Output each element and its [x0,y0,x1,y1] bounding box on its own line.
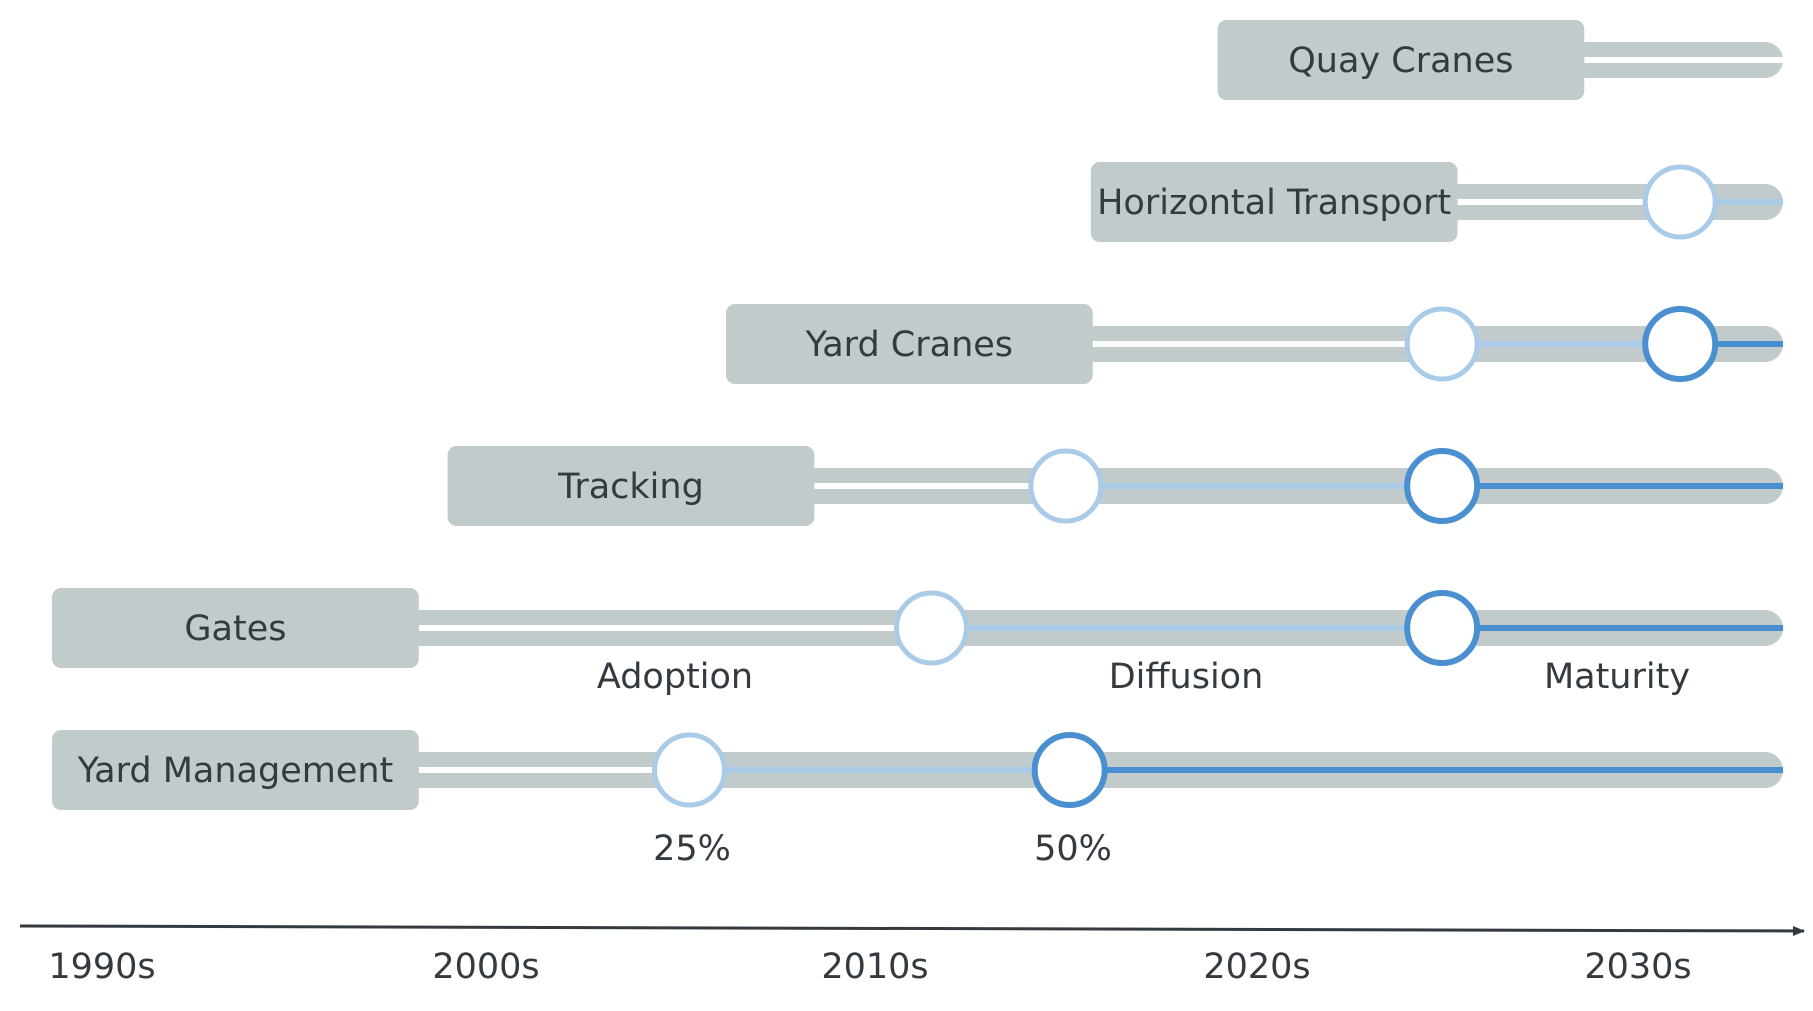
phase-label-adoption: Adoption [597,657,753,697]
row-yard-cranes: Yard Cranes [726,304,1783,384]
technology-box [52,730,419,810]
row-gates: Gates [52,588,1784,668]
axis-tick-2010s: 2010s [821,947,928,987]
technology-label: Yard Management [77,751,394,791]
axis-tick-1990s: 1990s [48,947,155,987]
row-tracking: Tracking [447,446,1784,526]
technology-box [1090,162,1458,242]
technology-label: Tracking [557,467,704,507]
phase-label-maturity: Maturity [1544,657,1690,697]
technology-box [726,304,1093,384]
phase-label-diffusion: Diffusion [1109,657,1264,697]
milestone-50-marker [1031,732,1108,808]
row-quay-cranes: Quay Cranes [1217,20,1783,100]
milestone-50-marker [1404,448,1481,524]
milestone-50-marker [1404,590,1481,666]
technology-box [52,588,419,668]
technology-box [447,446,815,526]
milestone-50-marker [1642,306,1719,382]
row-horizontal-transport: Horizontal Transport [1090,162,1783,242]
axis-tick-2020s: 2020s [1203,947,1310,987]
technology-box [1217,20,1585,100]
technology-label: Quay Cranes [1288,41,1513,81]
technology-label: Gates [184,609,286,649]
milestone-label-50: 50% [1034,829,1112,869]
axis-tick-2030s: 2030s [1584,947,1691,987]
axis-tick-2000s: 2000s [432,947,539,987]
milestone-25-marker [893,590,969,666]
row-yard-management: Yard Management [52,730,1784,810]
time-axis-arrow [19,924,1805,936]
milestone-25-marker [1404,306,1480,382]
milestone-label-25: 25% [653,829,731,869]
technology-label: Horizontal Transport [1097,183,1451,223]
technology-label: Yard Cranes [805,325,1013,365]
milestone-25-marker [1642,164,1718,240]
milestone-25-marker [652,732,728,808]
milestone-25-marker [1028,448,1104,524]
